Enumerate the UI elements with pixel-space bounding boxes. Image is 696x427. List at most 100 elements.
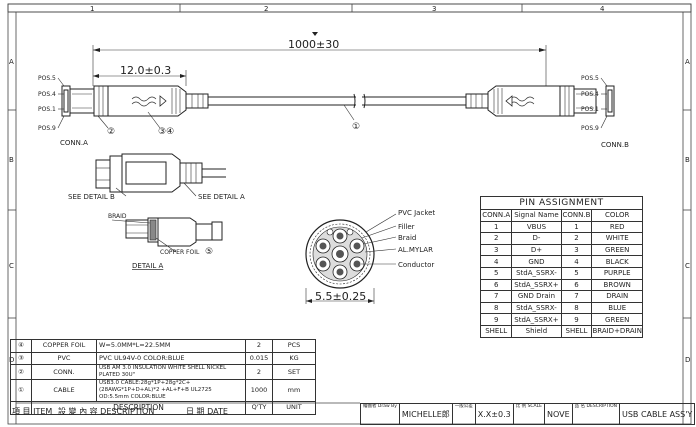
pin-cell: 7 [479, 290, 513, 303]
xs-label-conductor: Conductor [398, 261, 434, 269]
bom-desc: CONN. [31, 364, 97, 380]
scale-label: 比 例 SCALE [512, 403, 546, 425]
pin-cell: RED [591, 220, 643, 234]
conn-a-pos-1: POS.1 [38, 106, 56, 113]
pin-cell: 5 [479, 266, 513, 280]
pin-table-header: CONN.A Signal Name CONN.B COLOR [479, 209, 643, 222]
bom-unit: mm [272, 379, 316, 402]
bom-qty: 0.015 [245, 351, 273, 365]
pin-cell: GND Drain [511, 290, 562, 303]
pin-header-signal: Signal Name [511, 209, 562, 222]
draw-by-label: 繪圖者 Draw By [360, 403, 400, 425]
bom-spec: PVC UL94V-0 COLOR:BLUE [96, 351, 246, 365]
pin-header-color: COLOR [591, 209, 643, 222]
revision-row: 項 目 ITEM 設 變 內 容 DESCRIPTION 日 期 DATE [10, 404, 360, 424]
pin-cell: StdA_SSRX- [511, 301, 562, 315]
pin-cell: StdA_SSRX- [511, 266, 562, 280]
grid-col-1: 1 [90, 5, 94, 13]
conn-b-pos-5: POS.5 [581, 75, 599, 82]
see-detail-b: SEE DETAIL B [68, 193, 115, 201]
xs-label-braid: Braid [398, 234, 416, 242]
conn-a-pos-4: POS.4 [38, 91, 56, 98]
pin-cell: 5 [560, 266, 593, 280]
bom-spec: USB3.0 CABLE:28g*1P+28g*2C+(28AWG*1P+D+A… [96, 379, 246, 402]
conn-b-label: CONN.B [601, 141, 629, 149]
balloon-conn: ② [107, 127, 115, 137]
pin-cell: 3 [560, 243, 593, 257]
pin-cell: BLACK [591, 255, 643, 268]
bom-spec: W=5.0MM*L=22.5MM [96, 339, 246, 353]
plug-length-dimension: 12.0±0.3 [93, 64, 187, 86]
pin-cell: 8 [479, 301, 513, 315]
table-row: ② CONN. USB AM 3.0 INSULATION WHITE SHEL… [10, 364, 316, 380]
bom-item: ② [10, 364, 32, 380]
bom-header-qty: Q'TY [245, 401, 273, 415]
balloon-cable: ① [352, 122, 360, 132]
pin-cell: 9 [479, 313, 513, 326]
bom-desc: COPPER FOIL [31, 339, 97, 353]
bom-desc: PVC [31, 351, 97, 365]
pin-cell: 2 [479, 232, 513, 245]
detail-a-title: DETAIL A [132, 262, 164, 270]
conn-a-pos-9: POS.9 [38, 125, 56, 132]
pin-cell: SHELL [560, 324, 593, 338]
pin-cell: 2 [560, 232, 593, 245]
bom-spec: USB AM 3.0 INSULATION WHITE SHELL NICKEL… [96, 364, 246, 380]
pin-cell: WHITE [591, 232, 643, 245]
draw-by-value: MICHELLE郎 [398, 403, 453, 425]
revision-date-label: 日 期 DATE [186, 407, 228, 416]
grid-row-d-right: D [685, 356, 690, 364]
see-detail-a: SEE DETAIL A [198, 193, 245, 201]
overall-length-label: 1000±30 [288, 38, 339, 51]
pin-cell: 9 [560, 313, 593, 326]
pin-cell: VBUS [511, 220, 562, 234]
conn-b-pos-1: POS.1 [581, 106, 599, 113]
pin-cell: StdA_SSRX+ [511, 278, 562, 292]
pin-cell: 3 [479, 243, 513, 257]
conn-a-label: CONN.A [60, 139, 88, 147]
pin-cell: PURPLE [591, 266, 643, 280]
pin-cell: SHELL [479, 324, 513, 338]
bom-header-unit: UNIT [272, 401, 316, 415]
pin-cell: GND [511, 255, 562, 268]
conn-b-pos-4: POS.4 [581, 91, 599, 98]
revision-item-label: 項 目 ITEM [12, 407, 53, 416]
detail-a-view: BRAID COPPER FOIL ⑤ DETAIL A [108, 213, 223, 270]
pin-cell: BLUE [591, 301, 643, 315]
plug-length-label: 12.0±0.3 [120, 64, 171, 77]
bill-of-materials-table: ④ COPPER FOIL W=5.0MM*L=22.5MM 2 PCS ③ P… [10, 339, 316, 415]
pin-cell: D+ [511, 243, 562, 257]
callout-balloons: ② ③④ ① [97, 104, 360, 137]
pin-header-conn-b: CONN.B [560, 209, 593, 222]
bom-qty: 2 [245, 364, 273, 380]
bom-unit: SET [272, 364, 316, 380]
conn-a-pos-5: POS.5 [38, 75, 56, 82]
xs-label-pvc-jacket: PVC Jacket [398, 209, 435, 217]
grid-col-3: 3 [432, 5, 436, 13]
tolerance-value: X.X±0.3 [474, 403, 514, 425]
grid-row-a: A [9, 58, 14, 66]
pin-cell: 6 [560, 278, 593, 292]
bom-unit: KG [272, 351, 316, 365]
grid-row-b: B [9, 156, 14, 164]
grid-row-c: C [9, 262, 14, 270]
revision-desc-label: 設 變 內 容 DESCRIPTION [58, 407, 155, 416]
detail-a-copper-foil: COPPER FOIL [160, 249, 200, 256]
pin-cell: GREEN [591, 243, 643, 257]
table-row: ① CABLE USB3.0 CABLE:28g*1P+28g*2C+(28AW… [10, 379, 316, 402]
frame-top-strip [7, 3, 692, 13]
cable-side-view: SEE DETAIL B SEE DETAIL A [68, 153, 245, 201]
od-label: 5.5±0.25 [315, 290, 366, 303]
xs-label-filler: Filler [398, 223, 415, 231]
table-row: ③ PVC PVC UL94V-0 COLOR:BLUE 0.015 KG [10, 351, 316, 365]
bom-header-description: DESCRIPTION [31, 401, 246, 415]
conn-b-pos-labels: POS.5 POS.4 POS.1 POS.9 CONN.B [581, 75, 629, 149]
description-value: USB CABLE ASS'Y [618, 403, 696, 425]
grid-row-a-right: A [685, 58, 690, 66]
scale-value: NOVE [544, 403, 573, 425]
pin-cell: Shield [511, 324, 562, 338]
pin-cell: 1 [479, 220, 513, 234]
